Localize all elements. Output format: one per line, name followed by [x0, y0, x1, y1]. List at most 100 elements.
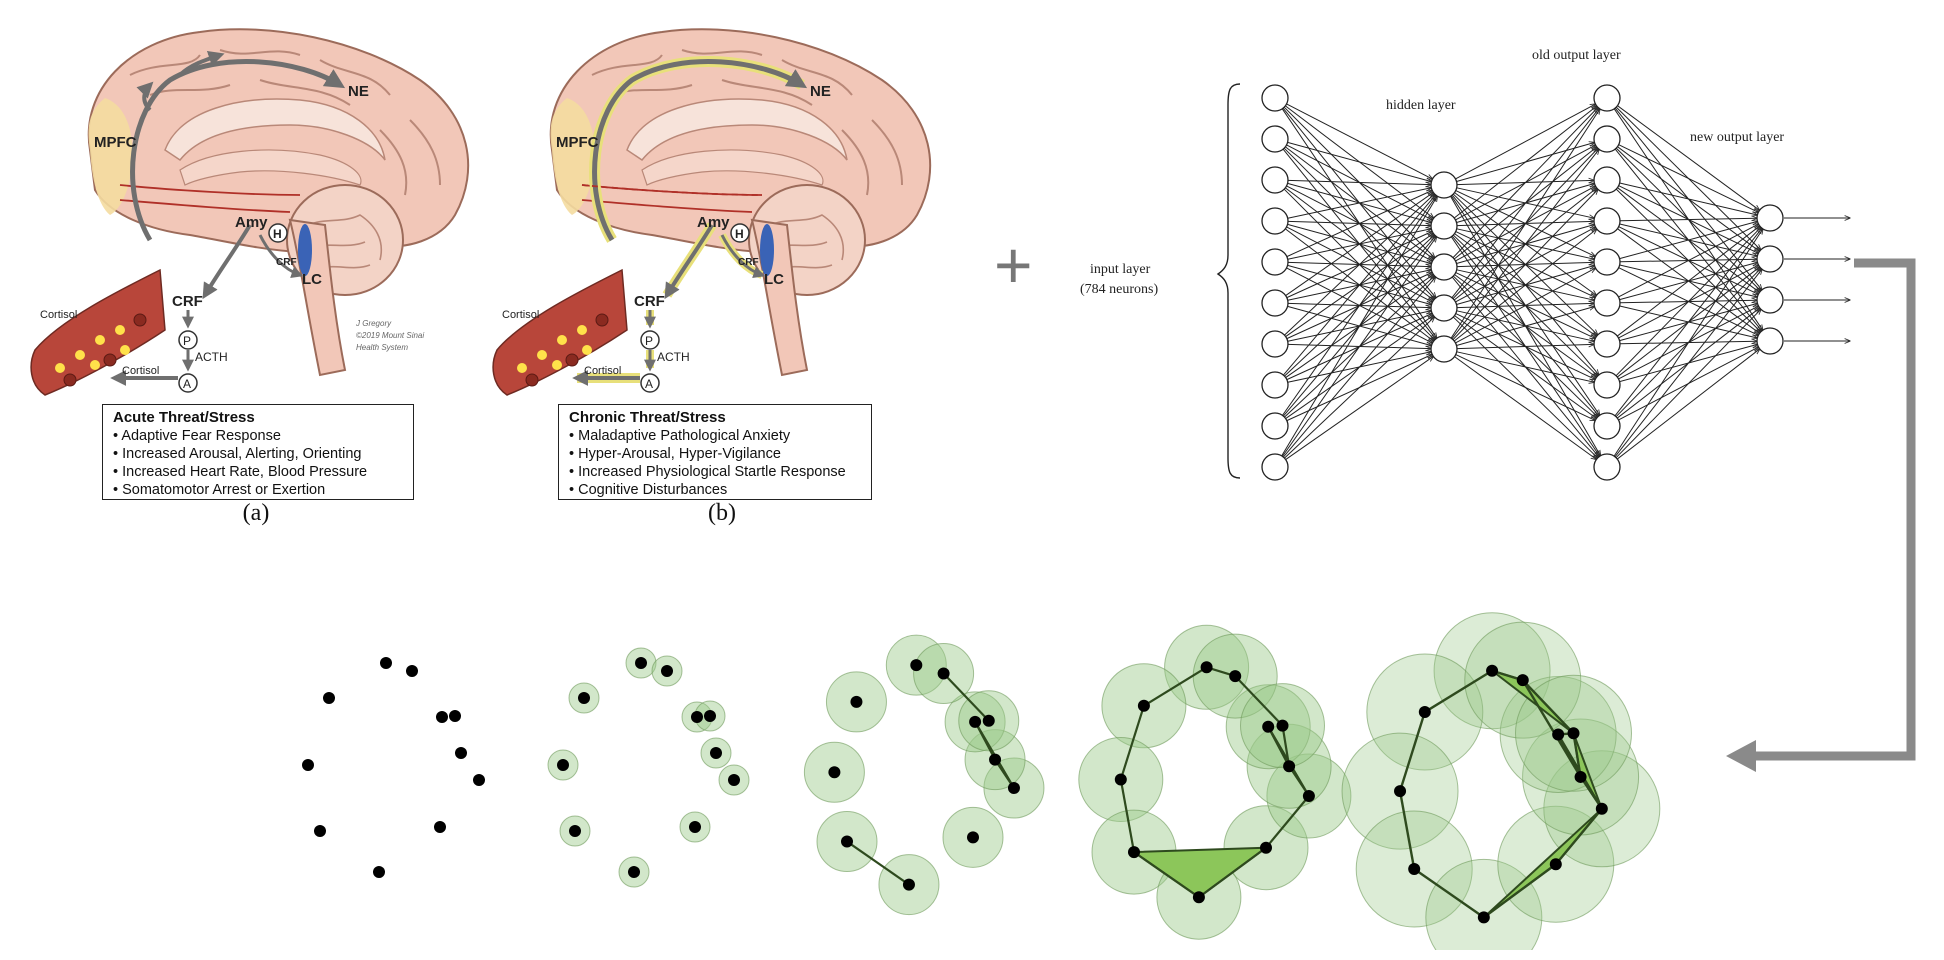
nn-neuron-layer-2 [1593, 125, 1621, 153]
chronic-stress-box: Chronic Threat/Stress Maladaptive Pathol… [558, 404, 872, 500]
label-cortisol-arrow-a: Cortisol [122, 365, 159, 377]
nn-neuron-layer-2 [1593, 453, 1621, 481]
data-point [1567, 727, 1580, 740]
data-point [1549, 858, 1562, 871]
nn-neuron-layer-1 [1430, 171, 1458, 199]
data-point [841, 835, 853, 848]
filtration-stage-2 [547, 647, 750, 888]
simplex-edge [1424, 669, 1493, 714]
nn-connection [1286, 103, 1433, 179]
chronic-item: Increased Physiological Startle Response [578, 463, 861, 481]
data-point [1276, 719, 1289, 732]
label-ne-a: NE [348, 83, 369, 100]
nn-connection [1454, 356, 1597, 460]
data-point [1260, 841, 1272, 854]
data-point [689, 821, 701, 833]
label-h-b: H [735, 227, 744, 241]
chronic-item: Hyper-Arousal, Hyper-Vigilance [578, 445, 861, 463]
nn-connection [1281, 196, 1438, 457]
nn-neuron-layer-0 [1261, 248, 1289, 276]
nn-connection [1284, 194, 1434, 336]
nn-neuron-layer-1 [1430, 253, 1458, 281]
data-point [380, 657, 392, 669]
acute-stress-box: Acute Threat/Stress Adaptive Fear Respon… [102, 404, 414, 500]
nn-connection [1617, 105, 1759, 211]
acute-item: Somatomotor Arrest or Exertion [122, 481, 403, 499]
label-mpfc-b: MPFC [556, 134, 599, 151]
data-point [323, 692, 335, 704]
simplex-edge [1398, 790, 1416, 870]
data-point [1229, 670, 1242, 683]
data-point [314, 825, 326, 837]
neural-network-diagram [1216, 83, 1940, 481]
nn-neuron-layer-2 [1593, 330, 1621, 358]
nn-neuron-layer-0 [1261, 125, 1289, 153]
data-point [710, 747, 722, 759]
nn-connection [1455, 104, 1595, 180]
data-point [1477, 911, 1490, 924]
data-point [473, 774, 485, 786]
data-point [969, 715, 982, 728]
nn-connection [1615, 227, 1761, 377]
nn-neuron-layer-2 [1593, 412, 1621, 440]
label-crf-a: CRF [172, 293, 203, 310]
label-h-a: H [273, 227, 282, 241]
nn-connection [1286, 190, 1432, 258]
credit: J Gregory ©2019 Mount Sinai Health Syste… [355, 319, 424, 352]
nn-neuron-layer-0 [1261, 453, 1289, 481]
label-cortisol-vessel-a: Cortisol [40, 309, 77, 321]
nn-connection [1282, 196, 1436, 416]
data-point [1128, 846, 1140, 859]
credit-line-1: J Gregory [355, 319, 392, 328]
nn-neuron-layer-0 [1261, 412, 1289, 440]
data-point [910, 659, 923, 672]
simplex-edge [846, 840, 910, 886]
acute-item: Adaptive Fear Response [121, 427, 403, 445]
label-p-a: P [183, 334, 191, 348]
acute-box-title: Acute Threat/Stress [113, 409, 255, 426]
filtration-stage-3 [803, 634, 1045, 916]
data-point [967, 831, 979, 844]
filtration-stage-5 [1341, 612, 1661, 950]
label-acth-b: ACTH [657, 350, 690, 364]
nn-neuron-layer-3 [1756, 245, 1784, 273]
nn-neuron-layer-2 [1593, 207, 1621, 235]
data-point [449, 710, 461, 722]
nn-neuron-layer-1 [1430, 294, 1458, 322]
data-point [1192, 891, 1205, 904]
data-point [661, 665, 673, 677]
nn-neuron-layer-2 [1593, 84, 1621, 112]
nn-connection [1282, 237, 1436, 457]
nn-connection [1285, 356, 1434, 460]
data-point [436, 711, 448, 723]
simplex-edge [1133, 851, 1200, 899]
data-point [1418, 706, 1431, 719]
nn-neuron-layer-2 [1593, 166, 1621, 194]
data-point [1394, 785, 1407, 798]
simplex-edge [1398, 711, 1426, 792]
nn-neuron-layer-0 [1261, 207, 1289, 235]
nn-connection [1451, 108, 1599, 299]
data-point [1595, 802, 1608, 815]
nn-neuron-layer-2 [1593, 248, 1621, 276]
nn-neuron-layer-0 [1261, 84, 1289, 112]
nn-connection [1453, 106, 1597, 219]
nn-neuron-layer-0 [1261, 371, 1289, 399]
data-point [728, 774, 740, 786]
data-point [1007, 782, 1020, 794]
filtration-stage-1 [302, 657, 485, 878]
nn-connection [1616, 226, 1759, 337]
data-point [557, 759, 569, 771]
caption-a: (a) [242, 500, 270, 526]
label-acth-a: ACTH [195, 350, 228, 364]
data-point [373, 866, 385, 878]
data-point [1302, 790, 1315, 802]
label-lc-a: LC [302, 271, 322, 288]
simplex-edge [1119, 779, 1136, 853]
simplex-edge [1119, 705, 1145, 780]
panel-a-labels: NE MPFC Amy H CRF LC CRF P ACTH A Cortis… [40, 83, 369, 391]
label-crf-small-b: CRF [738, 257, 759, 268]
hidden-layer-label: hidden layer [1386, 98, 1456, 113]
nn-connection [1613, 229, 1763, 457]
label-crf-b: CRF [634, 293, 665, 310]
